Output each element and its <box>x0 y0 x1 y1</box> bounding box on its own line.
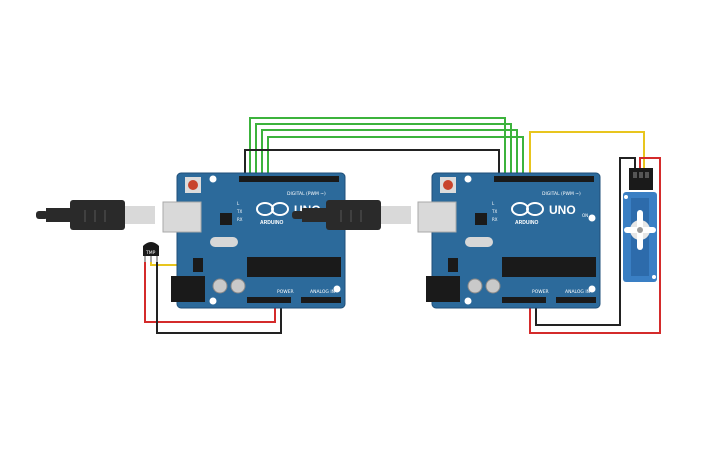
usb-cable-icon[interactable] <box>36 200 155 230</box>
digital-label: DIGITAL (PWM ~) <box>287 191 326 197</box>
board-model: UNO <box>549 203 576 217</box>
board-brand: ARDUINO <box>260 220 283 226</box>
power-label: POWER <box>277 289 294 295</box>
digital-label: DIGITAL (PWM ~) <box>542 191 581 197</box>
reset-button-cap[interactable] <box>443 180 453 190</box>
wire-yellow-servo[interactable] <box>529 131 645 178</box>
led-tx-label: TX <box>236 209 242 214</box>
led-l-label: L <box>492 201 495 206</box>
led-tx-label: TX <box>491 209 497 214</box>
board-brand: ARDUINO <box>515 220 538 226</box>
led-rx-label: RX <box>237 217 243 222</box>
arduino-logo-icon <box>511 202 544 216</box>
led-on-label: ON <box>582 213 588 218</box>
power-label: POWER <box>532 289 549 295</box>
wire-green-4[interactable] <box>267 136 524 178</box>
reset-button-cap[interactable] <box>188 180 198 190</box>
wire-red-servo[interactable] <box>529 157 661 334</box>
led-rx-label: RX <box>492 217 498 222</box>
wires <box>144 117 661 334</box>
atmega-chip <box>502 257 596 277</box>
arduino-board-left[interactable]: UNO ARDUINO DIGITAL (PWM ~) POWER ANALOG… <box>162 172 346 309</box>
usb-cable-icon[interactable] <box>292 200 411 230</box>
wire-green-1[interactable] <box>249 117 506 178</box>
analog-label: ANALOG IN <box>565 289 590 295</box>
wire-black-servo[interactable] <box>535 157 636 326</box>
wire-black-top[interactable] <box>244 149 500 178</box>
led-l-label: L <box>237 201 240 206</box>
temperature-sensor[interactable]: TMP <box>143 242 159 262</box>
usb-port <box>417 201 457 233</box>
analog-label: ANALOG IN <box>310 289 335 295</box>
servo-motor-icon[interactable] <box>623 168 657 282</box>
atmega-chip <box>247 257 341 277</box>
dc-jack <box>426 276 460 302</box>
dc-jack <box>171 276 205 302</box>
wire-black-sensor[interactable] <box>156 262 282 334</box>
wire-green-3[interactable] <box>261 129 518 178</box>
arduino-logo-icon <box>256 202 289 216</box>
wire-red-sensor[interactable] <box>144 262 276 323</box>
sensor-label: TMP <box>145 250 156 256</box>
arduino-board-right[interactable]: UNO ARDUINO DIGITAL (PWM ~) POWER ANALOG… <box>417 172 601 309</box>
usb-port <box>162 201 202 233</box>
